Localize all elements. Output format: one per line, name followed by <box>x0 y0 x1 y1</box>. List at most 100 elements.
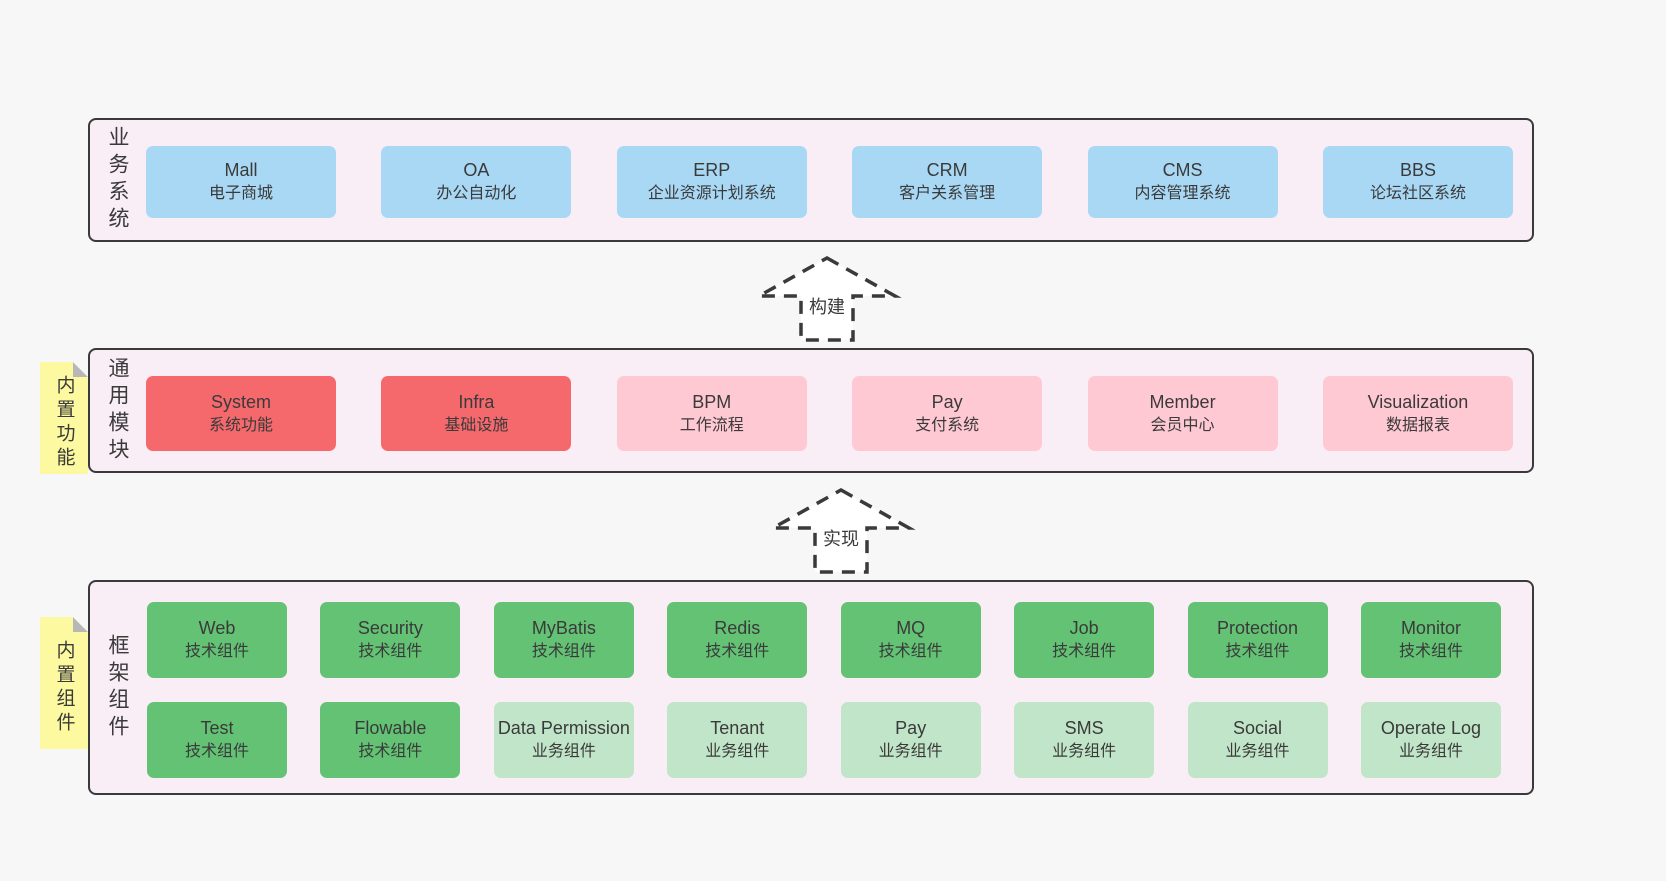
box-mq: MQ 技术组件 <box>840 602 981 678</box>
business-boxes-row: Mall 电子商城 OA 办公自动化 ERP 企业资源计划系统 CRM 客户关系… <box>146 146 1513 218</box>
box-data-permission: Data Permission 业务组件 <box>493 702 634 778</box>
box-title: BPM <box>692 391 732 412</box>
box-subtitle: 技术组件 <box>358 743 423 760</box>
box-test: Test 技术组件 <box>147 702 287 778</box>
box-operate-log: Operate Log 业务组件 <box>1360 702 1501 778</box>
box-redis: Redis 技术组件 <box>667 602 808 678</box>
box-title: ERP <box>693 160 731 180</box>
box-bbs: BBS 论坛社区系统 <box>1322 146 1513 218</box>
box-title: Protection <box>1217 618 1299 638</box>
box-title: Mall <box>224 160 258 180</box>
layer-side-label: 框架组件 <box>106 633 129 742</box>
box-subtitle: 业务组件 <box>878 743 943 760</box>
box-title: Member <box>1149 391 1216 412</box>
build-arrow-label: 构建 <box>809 297 845 317</box>
box-crm: CRM 客户关系管理 <box>852 146 1043 218</box>
box-title: SMS <box>1064 718 1104 738</box>
box-subtitle: 业务组件 <box>705 743 770 760</box>
box-cms: CMS 内容管理系统 <box>1087 146 1278 218</box>
layer-framework-components: 框架组件 Web 技术组件 Security 技术组件 MyBatis 技术组件… <box>88 580 1534 795</box>
box-subtitle: 客户关系管理 <box>899 185 996 202</box>
box-mall: Mall 电子商城 <box>146 146 336 218</box>
box-title: Monitor <box>1400 618 1461 638</box>
layer-common-modules: 通用模块 System 系统功能 Infra 基础设施 BPM 工作流程 Pay… <box>88 348 1534 473</box>
box-subtitle: 技术组件 <box>878 643 943 660</box>
box-erp: ERP 企业资源计划系统 <box>616 146 807 218</box>
box-title: Data Permission <box>497 718 630 738</box>
box-subtitle: 办公自动化 <box>436 185 517 202</box>
box-web: Web 技术组件 <box>147 602 287 678</box>
box-sms: SMS 业务组件 <box>1014 702 1155 778</box>
box-title: CRM <box>926 160 968 180</box>
layer-side-label: 业务系统 <box>106 126 129 234</box>
box-social: Social 业务组件 <box>1187 702 1328 778</box>
box-title: System <box>210 391 271 412</box>
box-member: Member 会员中心 <box>1087 376 1278 451</box>
box-subtitle: 业务组件 <box>531 743 596 760</box>
box-security: Security 技术组件 <box>320 602 461 678</box>
box-system: System 系统功能 <box>146 376 336 451</box>
sticky-note-label: 内置功能 <box>53 375 75 471</box>
box-title: Flowable <box>354 718 427 738</box>
box-tenant: Tenant 业务组件 <box>667 702 808 778</box>
box-mybatis: MyBatis 技术组件 <box>493 602 634 678</box>
box-subtitle: 业务组件 <box>1398 743 1463 760</box>
box-title: Visualization <box>1367 391 1469 412</box>
box-title: Pay <box>931 391 963 412</box>
box-pay-system: Pay 支付系统 <box>852 376 1043 451</box>
box-title: Tenant <box>710 718 765 738</box>
box-subtitle: 业务组件 <box>1225 743 1290 760</box>
box-subtitle: 数据报表 <box>1385 416 1450 434</box>
modules-boxes-row: System 系统功能 Infra 基础设施 BPM 工作流程 Pay 支付系统… <box>146 376 1513 451</box>
box-infra: Infra 基础设施 <box>381 376 572 451</box>
box-subtitle: 基础设施 <box>444 416 509 434</box>
box-subtitle: 技术组件 <box>705 643 770 660</box>
box-subtitle: 工作流程 <box>679 416 744 434</box>
box-title: Operate Log <box>1380 718 1481 738</box>
box-title: Test <box>200 718 234 738</box>
components-row-2: Test 技术组件 Flowable 技术组件 Data Permission … <box>147 702 1501 778</box>
box-subtitle: 技术组件 <box>1225 643 1290 660</box>
box-subtitle: 技术组件 <box>1398 643 1463 660</box>
box-subtitle: 支付系统 <box>915 416 980 434</box>
implement-arrow-label: 实现 <box>823 529 859 549</box>
box-title: Social <box>1233 718 1283 738</box>
box-title: Redis <box>714 618 761 638</box>
box-job: Job 技术组件 <box>1014 602 1155 678</box>
box-subtitle: 内容管理系统 <box>1134 185 1231 202</box>
box-visualization: Visualization 数据报表 <box>1322 376 1513 451</box>
box-title: Infra <box>458 391 495 412</box>
box-title: Job <box>1069 618 1099 638</box>
box-title: BBS <box>1399 160 1436 180</box>
box-monitor: Monitor 技术组件 <box>1360 602 1501 678</box>
box-subtitle: 系统功能 <box>208 416 273 434</box>
components-rows: Web 技术组件 Security 技术组件 MyBatis 技术组件 Redi… <box>147 602 1501 778</box>
box-pay-component: Pay 业务组件 <box>840 702 981 778</box>
box-flowable: Flowable 技术组件 <box>320 702 461 778</box>
box-title: Security <box>357 618 423 638</box>
sticky-note-built-in-functions: 内置功能 <box>40 362 88 474</box>
box-subtitle: 业务组件 <box>1052 743 1117 760</box>
box-subtitle: 技术组件 <box>358 643 423 660</box>
box-title: MQ <box>896 618 926 638</box>
box-subtitle: 技术组件 <box>1052 643 1117 660</box>
box-oa: OA 办公自动化 <box>381 146 572 218</box>
box-subtitle: 论坛社区系统 <box>1369 185 1466 202</box>
layer-business-systems: 业务系统 Mall 电子商城 OA 办公自动化 ERP 企业资源计划系统 CRM… <box>88 118 1534 242</box>
box-subtitle: 电子商城 <box>208 185 273 202</box>
sticky-note-label: 内置组件 <box>53 640 75 736</box>
box-title: OA <box>463 160 490 180</box>
box-subtitle: 企业资源计划系统 <box>647 185 776 202</box>
box-title: MyBatis <box>531 618 596 638</box>
box-protection: Protection 技术组件 <box>1187 602 1328 678</box>
box-title: CMS <box>1162 160 1203 180</box>
implement-arrow-icon: 实现 <box>766 487 916 574</box>
sticky-note-built-in-components: 内置组件 <box>40 617 88 749</box>
box-subtitle: 技术组件 <box>531 643 596 660</box>
box-subtitle: 技术组件 <box>184 643 249 660</box>
box-subtitle: 技术组件 <box>184 743 249 760</box>
box-subtitle: 会员中心 <box>1150 416 1215 434</box>
box-title: Pay <box>895 718 927 738</box>
components-row-1: Web 技术组件 Security 技术组件 MyBatis 技术组件 Redi… <box>147 602 1501 678</box>
